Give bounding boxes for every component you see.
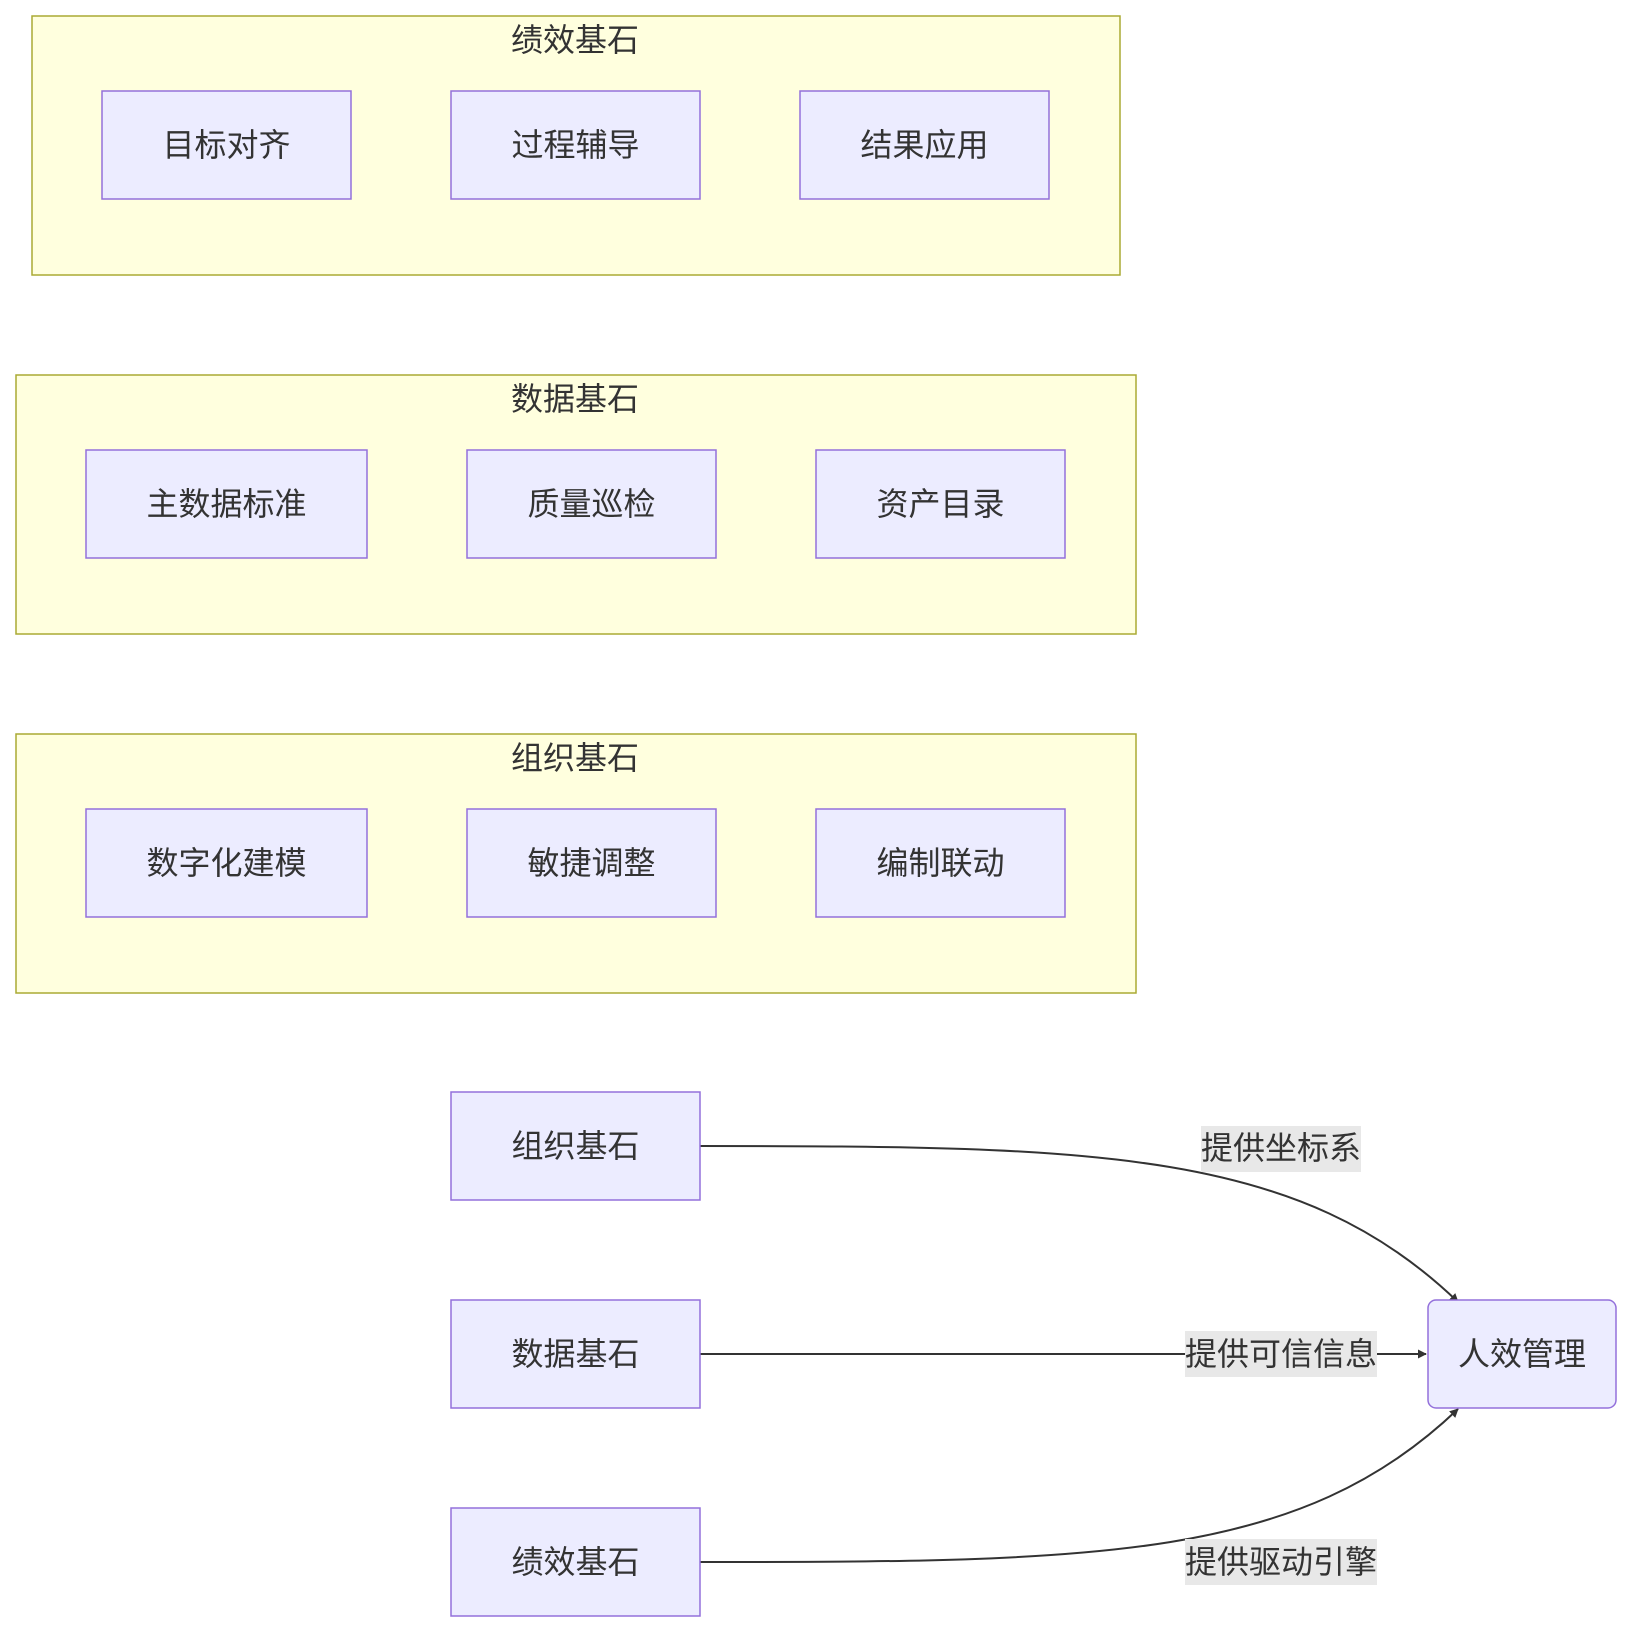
- edge-label-trusted-info: 提供可信信息: [1185, 1331, 1377, 1377]
- flow-node-organization-label: 组织基石: [511, 1127, 639, 1165]
- node-result-application[interactable]: 结果应用: [799, 90, 1050, 200]
- flow-node-data[interactable]: 数据基石: [450, 1299, 701, 1409]
- edge-label-coordinate-system-text: 提供坐标系: [1201, 1129, 1361, 1167]
- flow-node-performance-label: 绩效基石: [511, 1543, 639, 1581]
- node-goal-alignment-label: 目标对齐: [162, 126, 290, 164]
- flow-node-data-label: 数据基石: [511, 1335, 639, 1373]
- node-digital-modeling[interactable]: 数字化建模: [85, 808, 368, 918]
- edge-label-driving-engine-text: 提供驱动引擎: [1185, 1543, 1377, 1581]
- node-digital-modeling-label: 数字化建模: [146, 844, 306, 882]
- node-headcount-linkage[interactable]: 编制联动: [815, 808, 1066, 918]
- cluster-organization: 组织基石 数字化建模 敏捷调整 编制联动: [15, 733, 1137, 994]
- flow-node-target-label: 人效管理: [1458, 1335, 1586, 1373]
- edge-label-driving-engine: 提供驱动引擎: [1185, 1539, 1377, 1585]
- node-master-data-standard-label: 主数据标准: [146, 485, 306, 523]
- edge-label-coordinate-system: 提供坐标系: [1201, 1126, 1361, 1172]
- edge-label-trusted-info-text: 提供可信信息: [1185, 1335, 1377, 1373]
- cluster-performance-title: 绩效基石: [511, 21, 639, 59]
- node-headcount-linkage-label: 编制联动: [876, 844, 1004, 882]
- node-quality-inspection-label: 质量巡检: [527, 485, 655, 523]
- cluster-data: 数据基石 主数据标准 质量巡检 资产目录: [15, 374, 1137, 635]
- cluster-data-title: 数据基石: [511, 380, 639, 418]
- flow-node-target[interactable]: 人效管理: [1427, 1299, 1617, 1409]
- node-process-coaching[interactable]: 过程辅导: [450, 90, 701, 200]
- cluster-organization-title: 组织基石: [511, 739, 639, 777]
- node-goal-alignment[interactable]: 目标对齐: [101, 90, 352, 200]
- edge-organization-to-target: [699, 1145, 1459, 1303]
- node-process-coaching-label: 过程辅导: [511, 126, 639, 164]
- node-agile-adjustment[interactable]: 敏捷调整: [466, 808, 717, 918]
- node-asset-catalog[interactable]: 资产目录: [815, 449, 1066, 559]
- node-result-application-label: 结果应用: [860, 126, 988, 164]
- flow-node-organization[interactable]: 组织基石: [450, 1091, 701, 1201]
- flow-node-performance[interactable]: 绩效基石: [450, 1507, 701, 1617]
- edge-performance-to-target: [699, 1408, 1459, 1563]
- node-master-data-standard[interactable]: 主数据标准: [85, 449, 368, 559]
- node-asset-catalog-label: 资产目录: [876, 485, 1004, 523]
- node-quality-inspection[interactable]: 质量巡检: [466, 449, 717, 559]
- cluster-performance: 绩效基石 目标对齐 过程辅导 结果应用: [31, 15, 1121, 276]
- node-agile-adjustment-label: 敏捷调整: [527, 844, 655, 882]
